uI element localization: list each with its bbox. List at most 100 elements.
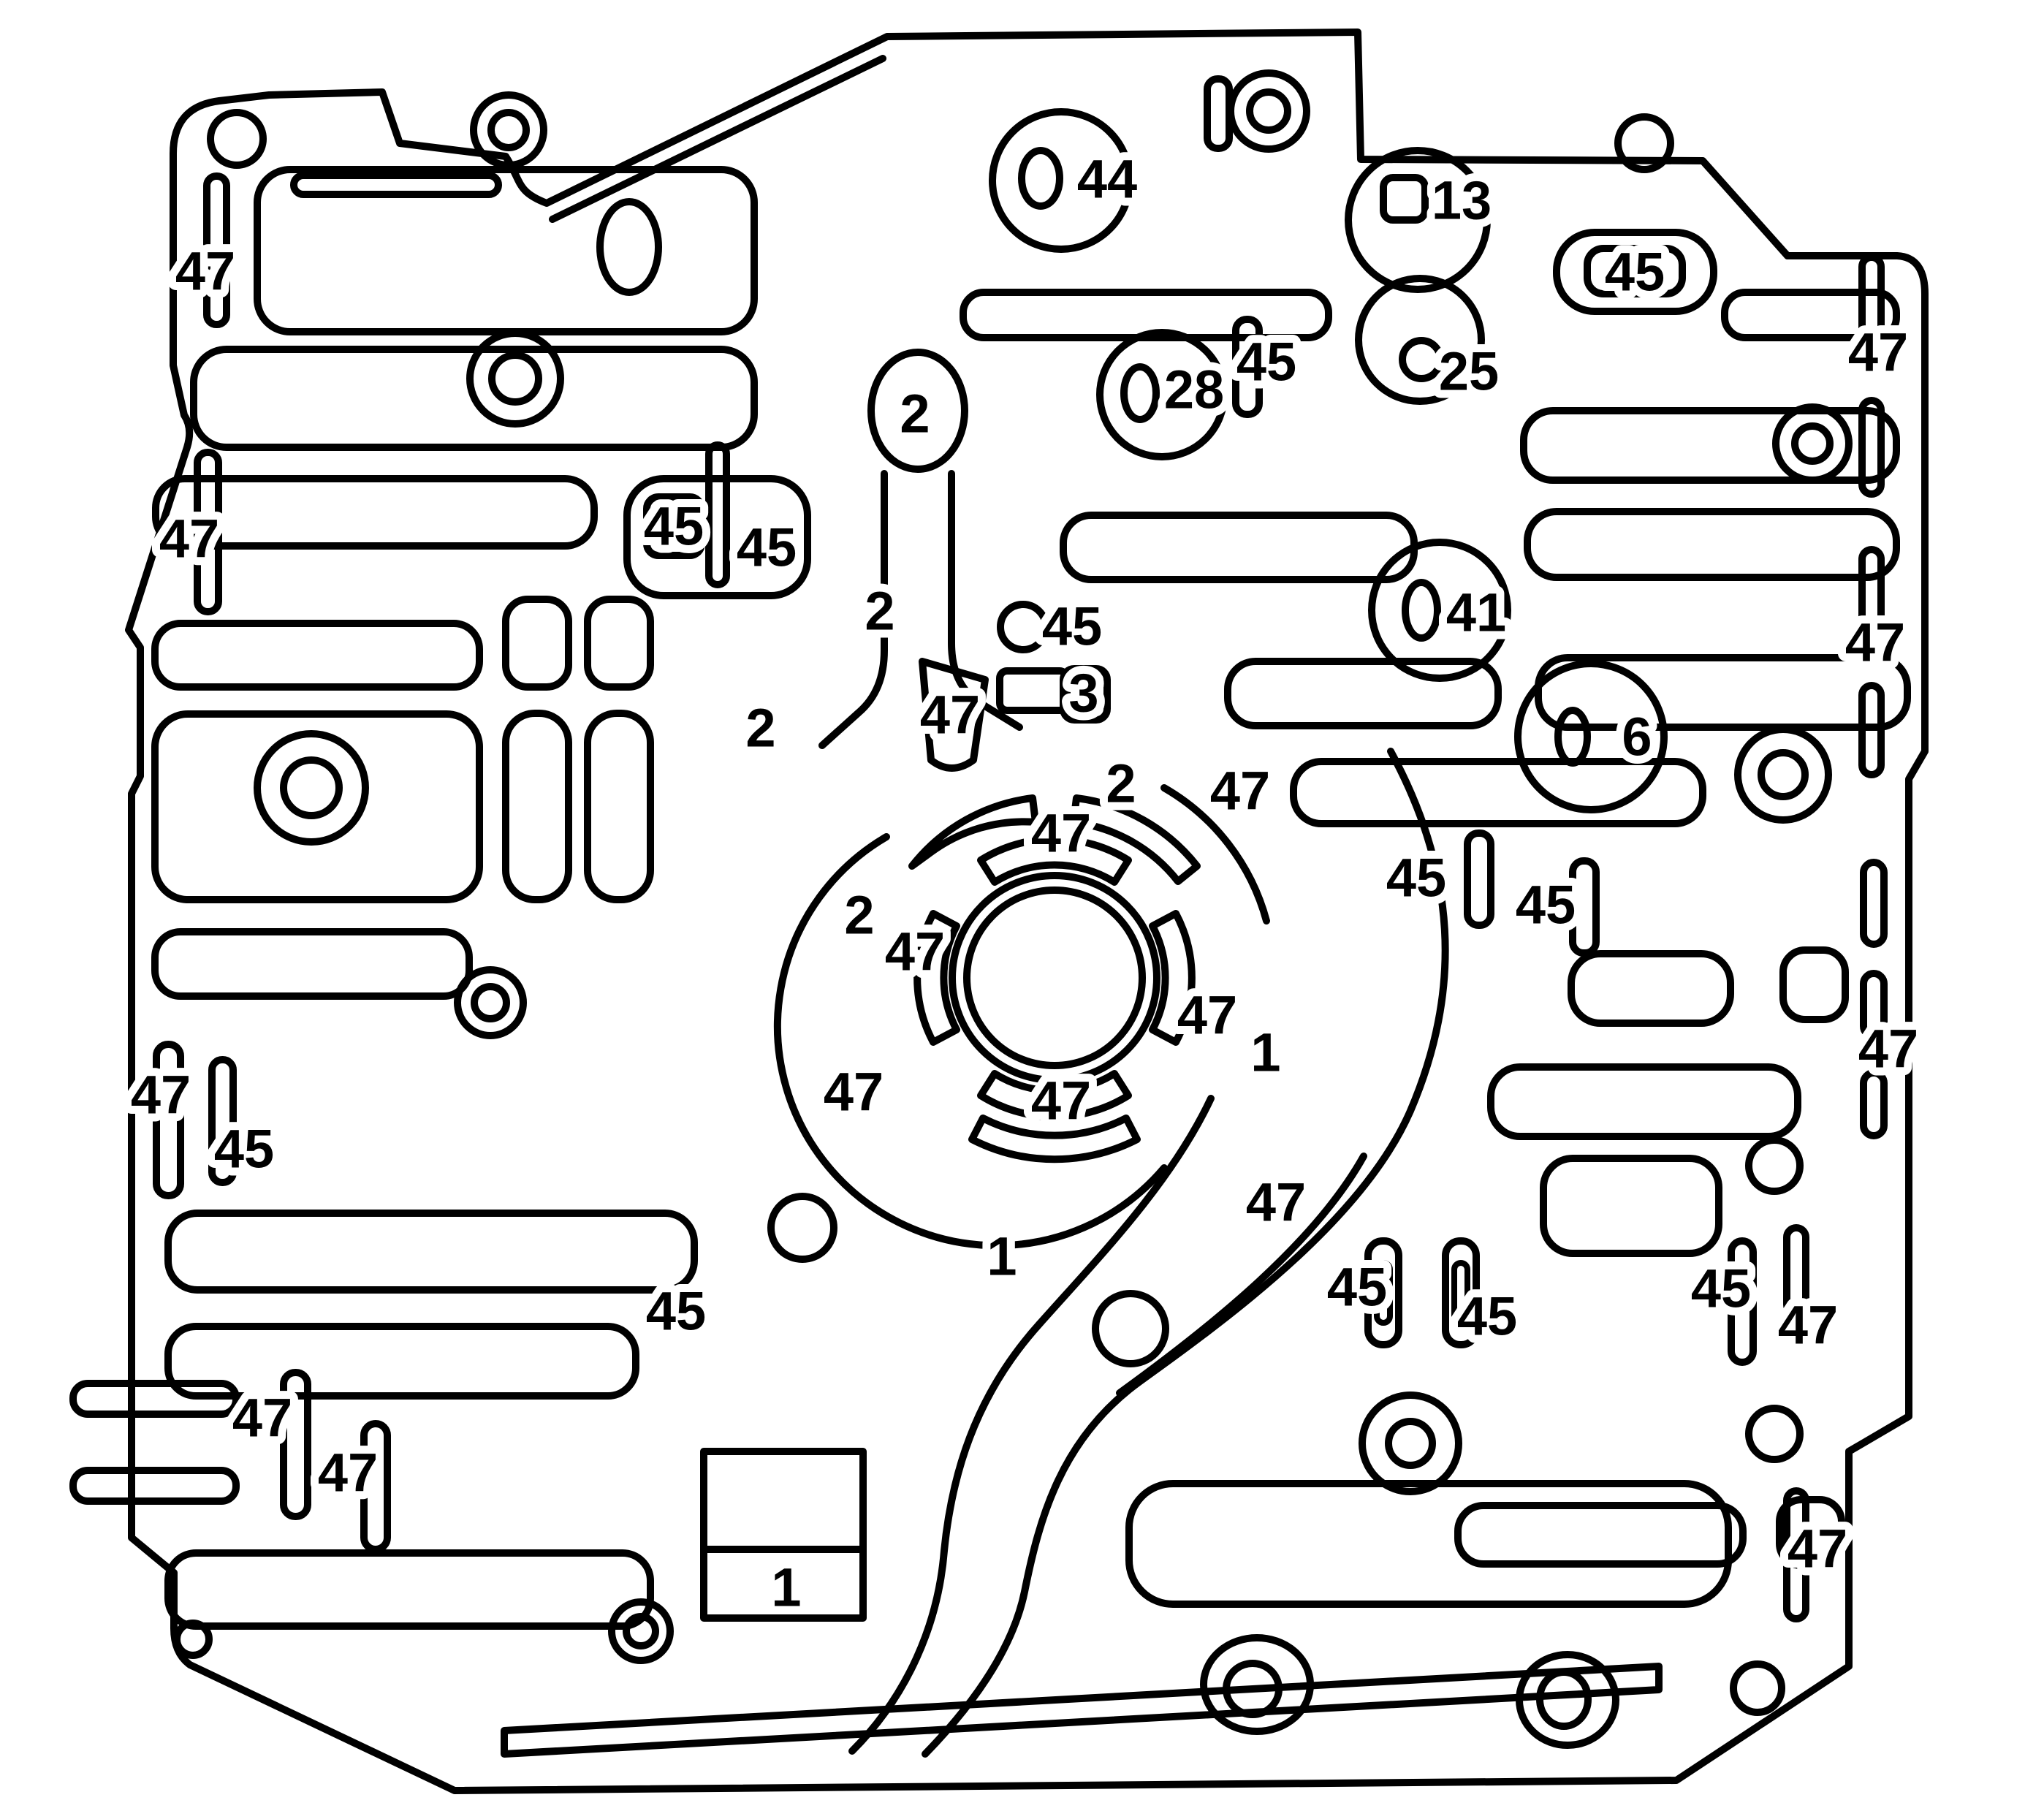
- callout-label-45: 45: [1691, 1258, 1751, 1319]
- orifice: [1554, 707, 1591, 767]
- callout-label-41: 41: [1446, 582, 1506, 643]
- passage-slot: [1204, 75, 1233, 152]
- passage-slot: [208, 1056, 237, 1186]
- callout-label-47: 47: [318, 1443, 378, 1503]
- bolt-tab-hole: [1536, 1668, 1592, 1730]
- orifice: [1402, 579, 1441, 642]
- bolt-hole: [1772, 403, 1853, 484]
- callout-label-2: 2: [900, 384, 930, 444]
- bolt-tab-hole: [1223, 1660, 1283, 1718]
- left-edge-tab-slot: [69, 1467, 240, 1505]
- triangle-port: [919, 658, 989, 772]
- passage: [1524, 508, 1900, 581]
- passage: [190, 346, 758, 451]
- arc-slot: [977, 1070, 1132, 1120]
- s-channel: [848, 748, 1449, 1758]
- passage-slot: [1858, 254, 1885, 341]
- callout-label-47: 47: [232, 1388, 292, 1449]
- accumulator-bore-44: [989, 108, 1133, 253]
- callout-label-47: 47: [159, 509, 219, 569]
- passage-slot: [1860, 859, 1888, 948]
- arc-slot: [977, 835, 1132, 886]
- passage-slot: [1858, 682, 1885, 778]
- callout-label-45: 45: [644, 496, 704, 557]
- bolt-tab: [1516, 1651, 1619, 1749]
- callout-label-45: 45: [1605, 242, 1665, 303]
- arc-slot: [913, 910, 960, 1046]
- bolt-hole: [1092, 1290, 1169, 1367]
- s-channel-inner-edge: [1116, 1153, 1367, 1397]
- passage-slot: [1364, 1237, 1402, 1348]
- bolt-hole: [767, 1193, 837, 1263]
- bolt-hole: [1359, 1392, 1462, 1495]
- fluid-passages: [151, 75, 1911, 1630]
- s-channel-left-edge: [848, 1095, 1215, 1755]
- bolt-hole-inner: [488, 352, 542, 406]
- bolt-hole-inner: [1791, 422, 1834, 465]
- bolt-hole-inner: [487, 109, 530, 151]
- passage-square-hole: [643, 493, 705, 559]
- filter-box: [700, 1448, 867, 1622]
- accumulator-bore-28: [1096, 329, 1228, 460]
- callout-label-47: 47: [175, 241, 235, 302]
- passage-slot: [280, 1369, 311, 1520]
- top-diagonal-inner-line: [549, 55, 886, 223]
- callout-label-2: 2: [844, 885, 874, 946]
- passage-slot: [1728, 1237, 1757, 1366]
- passage: [164, 1549, 654, 1630]
- passage: [1520, 407, 1900, 484]
- passage: [1487, 1063, 1801, 1140]
- arc-slot: [1149, 910, 1196, 1046]
- hole-3-plate: [996, 667, 1071, 714]
- callout-label-2: 2: [745, 698, 775, 759]
- bottom-sliver-channel: [501, 1663, 1663, 1758]
- passage-slot: [194, 449, 222, 615]
- callout-label-45: 45: [1516, 875, 1576, 935]
- passage-slot: [203, 172, 230, 328]
- accumulator-bore-25: [1355, 275, 1485, 405]
- callout-label-47: 47: [1858, 1019, 1918, 1079]
- bolt-hole: [466, 330, 564, 428]
- passage-slot: [1783, 1487, 1809, 1622]
- passage-slot: [1783, 1224, 1809, 1318]
- feed-hole: [596, 198, 662, 296]
- callout-label-45: 45: [737, 517, 797, 578]
- callout-label-45: 45: [1042, 596, 1102, 657]
- bolt-hole: [1227, 69, 1310, 153]
- passage: [1540, 1155, 1722, 1257]
- callout-label-45: 45: [646, 1281, 706, 1342]
- passage: [151, 620, 483, 691]
- bolt-hole: [454, 966, 527, 1039]
- callout-label-45: 45: [214, 1119, 274, 1180]
- callout-label-6: 6: [1622, 707, 1652, 767]
- passage: [1776, 1496, 1845, 1569]
- center-bore: [773, 470, 1270, 1250]
- hole-3-frame: [1060, 665, 1111, 724]
- bolt-tab: [1200, 1634, 1314, 1735]
- bolt-hole: [1730, 1660, 1785, 1716]
- hole-45-top-right: [1584, 245, 1686, 297]
- plate-outline: [69, 29, 1929, 1794]
- main-bore: [963, 886, 1146, 1069]
- passage: [152, 475, 598, 550]
- bolt-hole: [1614, 113, 1674, 173]
- accumulator-bore-13: [1345, 147, 1491, 293]
- bolt-hole-inner: [280, 756, 343, 819]
- passage: [164, 1210, 698, 1294]
- passage: [1779, 946, 1849, 1023]
- stem-line: [818, 470, 888, 749]
- callout-label-1: 1: [771, 1557, 801, 1618]
- passage-slot: [705, 441, 730, 588]
- plate-outer-edge: [125, 29, 1929, 1794]
- passage: [151, 928, 473, 1000]
- passage: [502, 710, 572, 903]
- arc-slot-outer: [1070, 794, 1201, 885]
- callout-label-25: 25: [1439, 341, 1499, 402]
- passage: [1290, 758, 1706, 827]
- callout-label-47: 47: [1177, 985, 1237, 1046]
- callout-label-47: 47: [1787, 1519, 1847, 1579]
- passage: [164, 1323, 639, 1400]
- passage: [584, 710, 654, 903]
- callout-label-2: 2: [1106, 753, 1136, 814]
